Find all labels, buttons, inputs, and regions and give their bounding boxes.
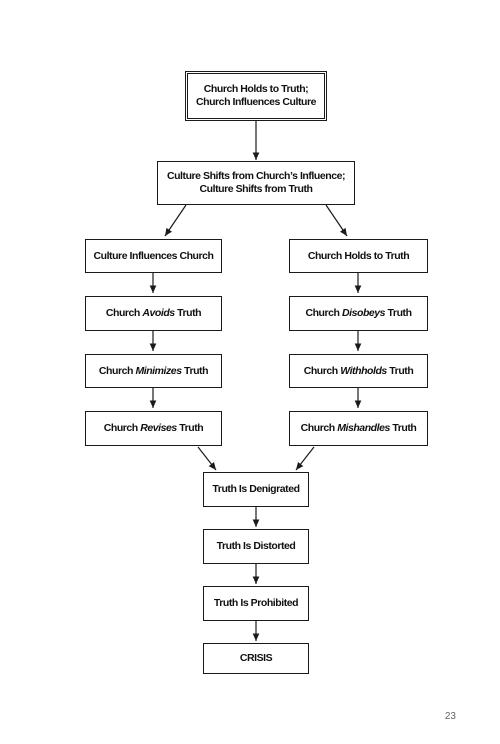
box-line-2: Culture Shifts from Truth	[199, 183, 313, 195]
box-line-2: Church Influences Culture	[195, 96, 316, 108]
box-church-holds-to-truth: Church Holds to Truth	[289, 239, 428, 273]
box-label: Church Disobeys Truth	[305, 307, 412, 319]
box-church-revises-truth: Church Revises Truth	[85, 411, 222, 446]
box-label: Church Withholds Truth	[303, 364, 414, 377]
arrow-left-to-denigrated	[197, 446, 217, 471]
box-line-1: Culture Shifts from Church’s Influence;	[166, 170, 346, 182]
arrow-right-to-denigrated	[295, 446, 315, 471]
box-label: Church Avoids Truth	[105, 307, 202, 319]
box-culture-influences-church: Culture Influences Church	[85, 239, 222, 273]
box-church-holds-influences: Church Holds to Truth; Church Influences…	[185, 71, 327, 121]
box-church-withholds-truth: Church Withholds Truth	[289, 354, 428, 388]
box-line-1: Church Holds to Truth;	[203, 83, 309, 95]
box-label: Church Revises Truth	[103, 422, 204, 434]
box-label: Truth Is Distorted	[216, 540, 296, 552]
box-crisis: CRISIS	[203, 643, 309, 674]
box-church-disobeys-truth: Church Disobeys Truth	[289, 296, 428, 331]
box-label: Truth Is Denigrated	[212, 483, 300, 495]
arrow-shift-to-right	[325, 204, 348, 237]
box-church-minimizes-truth: Church Minimizes Truth	[85, 354, 222, 388]
box-culture-shifts: Culture Shifts from Church’s Influence; …	[157, 161, 355, 205]
box-label: Church Mishandles Truth	[300, 422, 417, 434]
box-label: CRISIS	[239, 652, 273, 664]
box-label: Culture Influences Church	[93, 249, 214, 262]
box-church-mishandles-truth: Church Mishandles Truth	[289, 411, 428, 446]
box-label: Church Minimizes Truth	[98, 364, 209, 377]
box-church-avoids-truth: Church Avoids Truth	[85, 296, 222, 331]
page-number: 23	[444, 711, 456, 722]
box-label: Truth Is Prohibited	[213, 597, 299, 609]
box-label: Church Holds to Truth	[307, 249, 410, 262]
arrow-shift-to-left	[164, 204, 187, 237]
box-truth-denigrated: Truth Is Denigrated	[203, 472, 309, 507]
box-truth-distorted: Truth Is Distorted	[203, 529, 309, 564]
box-truth-prohibited: Truth Is Prohibited	[203, 586, 309, 621]
